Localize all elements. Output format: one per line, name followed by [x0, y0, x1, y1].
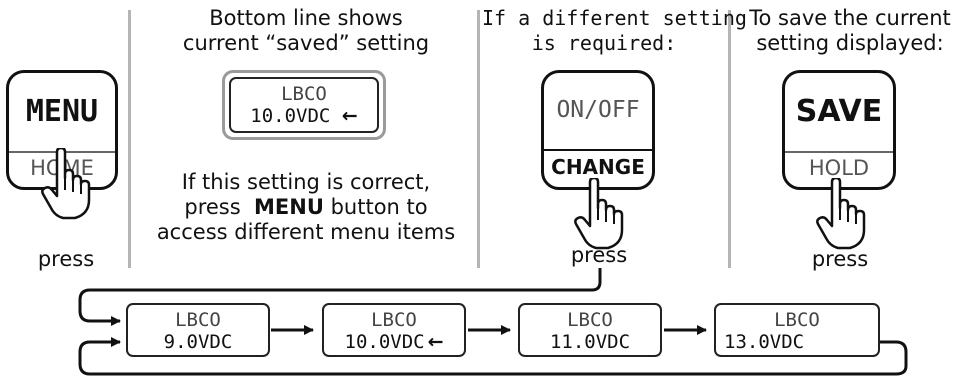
heading-line: Bottom line shows	[209, 6, 403, 30]
column-divider	[477, 10, 480, 268]
lcd-line-2: 10.0VDC←	[324, 331, 464, 353]
left-arrow-icon: ←	[427, 331, 444, 353]
onoff-label: ON/OFF	[556, 97, 640, 123]
cycle-lcd-box: LBCO 11.0VDC	[518, 303, 662, 357]
lcd-line-2: 13.0VDC	[724, 331, 805, 353]
left-arrow-icon: ←	[341, 105, 358, 127]
lcd-display: LBCO 10.0VDC ←	[229, 77, 379, 133]
lcd-line-1: LBCO	[774, 309, 820, 331]
press-label: press	[811, 247, 869, 271]
press-label: press	[570, 243, 628, 267]
lcd-line-1: LBCO	[371, 309, 417, 331]
change-label: CHANGE	[551, 155, 645, 179]
lcd-line-2: 9.0VDC	[163, 331, 233, 353]
heading-line: is required:	[531, 31, 677, 55]
lcd-line-1: LBCO	[175, 309, 221, 331]
pointing-hand-icon	[574, 178, 624, 250]
heading-line: current “saved” setting	[182, 31, 430, 55]
cycle-lcd-box: LBCO 13.0VDC	[714, 303, 880, 357]
button-divider-line	[544, 149, 652, 151]
pointing-hand-icon	[816, 178, 866, 250]
note-suffix: button to	[330, 195, 428, 219]
return-connector	[78, 337, 908, 376]
menu-label: MENU	[25, 94, 99, 129]
note-line: press MENU button to	[136, 195, 476, 220]
entry-connector	[78, 268, 602, 326]
lcd-value: 10.0VDC	[344, 331, 425, 353]
pointing-hand-icon	[41, 148, 91, 220]
save-label: SAVE	[795, 94, 883, 129]
lcd-line-2: 10.0VDC ←	[231, 105, 377, 127]
lcd-line-1: LBCO	[567, 309, 613, 331]
save-hold-button[interactable]: SAVE HOLD	[782, 70, 896, 190]
note-bold-menu: MENU	[254, 195, 324, 219]
lcd-value: 10.0VDC	[250, 105, 331, 127]
column-divider	[128, 10, 131, 268]
lcd-line-2: 11.0VDC	[549, 331, 631, 353]
hold-label: HOLD	[808, 156, 870, 180]
cycle-lcd-box: LBCO 10.0VDC←	[322, 303, 466, 357]
column-divider	[728, 10, 731, 268]
lcd-display-frame	[222, 70, 386, 140]
press-label: press	[37, 247, 95, 271]
heading-line: setting displayed:	[756, 31, 944, 55]
note-line: access different menu items	[156, 220, 456, 244]
button-divider-line	[785, 151, 893, 153]
note-prefix: press	[184, 195, 241, 219]
heading-line: If a different setting	[482, 6, 747, 30]
note-line: If this setting is correct,	[181, 170, 431, 194]
heading-line: To save the current	[749, 6, 951, 30]
lcd-line-1: LBCO	[281, 83, 327, 105]
cycle-lcd-box: LBCO 9.0VDC	[126, 303, 270, 357]
